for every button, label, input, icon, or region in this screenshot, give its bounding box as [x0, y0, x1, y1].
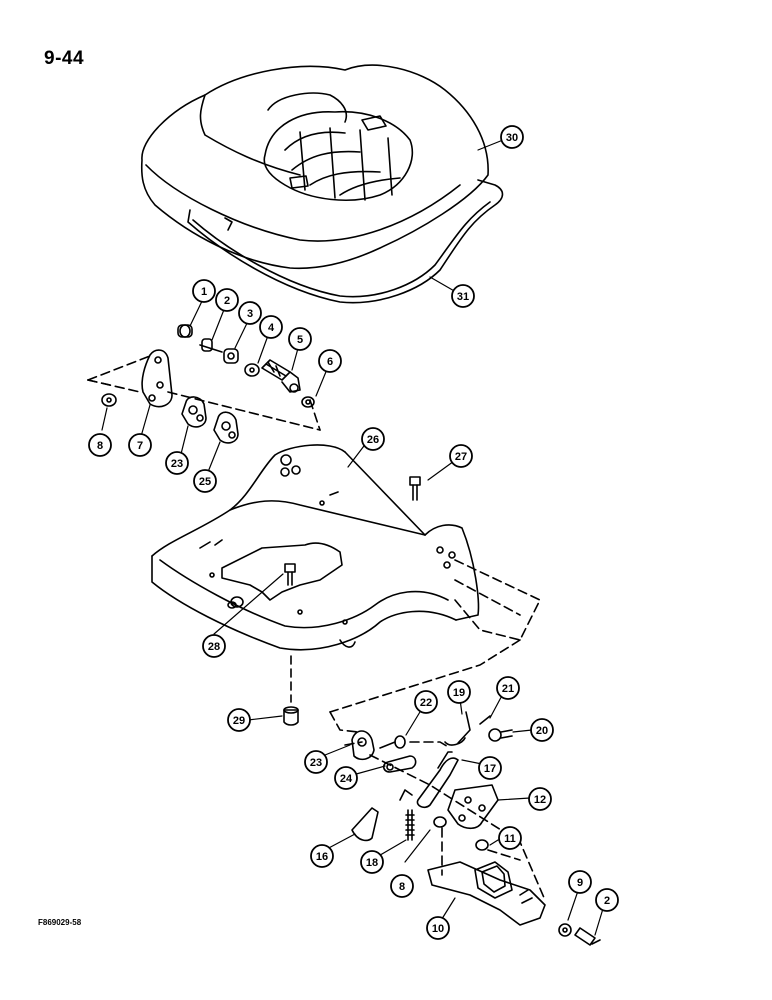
- callout-25: 25: [193, 469, 217, 493]
- callout-1: 1: [192, 279, 216, 303]
- seat-cushion: [140, 64, 504, 304]
- callout-label: 10: [432, 923, 444, 935]
- callout-30: 30: [500, 125, 524, 149]
- guide-lines-lower: [344, 741, 546, 901]
- callout-label: 8: [97, 440, 103, 452]
- callout-6: 6: [318, 349, 342, 373]
- figure-code: F869029-58: [38, 918, 82, 927]
- callout-label: 27: [455, 451, 467, 463]
- callout-label: 11: [504, 833, 516, 845]
- callout-4: 4: [259, 315, 283, 339]
- callout-7: 7: [128, 433, 152, 457]
- callout-label: 2: [224, 295, 230, 307]
- callout-label: 17: [484, 763, 496, 775]
- callout-label: 1: [201, 286, 207, 298]
- guide-lines-top: [87, 355, 321, 431]
- callout-label: 29: [233, 715, 245, 727]
- bushing: [283, 655, 299, 726]
- callout-label: 19: [453, 687, 465, 699]
- callout-8: 8: [88, 433, 112, 457]
- guide-lines-frame: [329, 559, 541, 733]
- callout-5: 5: [288, 327, 312, 351]
- nut: [101, 393, 117, 407]
- callout-11: 11: [498, 826, 522, 850]
- callout-label: 21: [502, 683, 514, 695]
- callout-17: 17: [478, 756, 502, 780]
- callout-16: 16: [310, 844, 334, 868]
- callout-23: 23: [304, 750, 328, 774]
- bolt: [284, 563, 296, 586]
- callout-label: 8: [399, 881, 405, 893]
- callout-21: 21: [496, 676, 520, 700]
- callout-12: 12: [528, 787, 552, 811]
- callout-2: 2: [215, 288, 239, 312]
- callout-label: 6: [327, 356, 333, 368]
- page-number: 9-44: [44, 48, 85, 69]
- callout-20: 20: [530, 718, 554, 742]
- mounting-plate: [181, 396, 239, 444]
- callout-24: 24: [334, 766, 358, 790]
- callout-8: 8: [390, 874, 414, 898]
- callouts: 1 2 3 4 5 6 7 8 23 25 26 27 28 29 30 31 …: [88, 125, 619, 940]
- callout-9: 9: [568, 870, 592, 894]
- callout-2: 2: [595, 888, 619, 912]
- callout-22: 22: [414, 690, 438, 714]
- callout-label: 7: [137, 440, 143, 452]
- callout-label: 16: [316, 851, 328, 863]
- pivot-bracket: [141, 349, 173, 408]
- callout-label: 31: [457, 291, 469, 303]
- callout-28: 28: [202, 634, 226, 658]
- callout-label: 30: [506, 132, 518, 144]
- callout-31: 31: [451, 284, 475, 308]
- callout-label: 20: [536, 725, 548, 737]
- callout-label: 9: [577, 877, 583, 889]
- callout-label: 26: [367, 434, 379, 446]
- callout-29: 29: [227, 708, 251, 732]
- callout-label: 25: [199, 476, 211, 488]
- callout-19: 19: [447, 680, 471, 704]
- callout-23: 23: [165, 451, 189, 475]
- leader-lines: [101, 137, 606, 936]
- callout-10: 10: [426, 916, 450, 940]
- callout-18: 18: [360, 850, 384, 874]
- callout-label: 23: [310, 757, 322, 769]
- callout-label: 23: [171, 458, 183, 470]
- callout-label: 5: [297, 334, 303, 346]
- callout-label: 12: [534, 794, 546, 806]
- callout-label: 18: [366, 857, 378, 869]
- callout-label: 24: [340, 773, 353, 785]
- callout-label: 28: [208, 641, 220, 653]
- pivot-pin-assembly: [177, 324, 315, 408]
- callout-26: 26: [361, 427, 385, 451]
- callout-3: 3: [238, 301, 262, 325]
- callout-label: 3: [247, 308, 253, 320]
- callout-label: 4: [268, 322, 275, 334]
- seat-frame: [151, 444, 480, 651]
- bolt: [409, 476, 421, 501]
- callout-27: 27: [449, 444, 473, 468]
- callout-label: 2: [604, 895, 610, 907]
- lower-mechanism: [351, 711, 601, 946]
- callout-label: 22: [420, 697, 432, 709]
